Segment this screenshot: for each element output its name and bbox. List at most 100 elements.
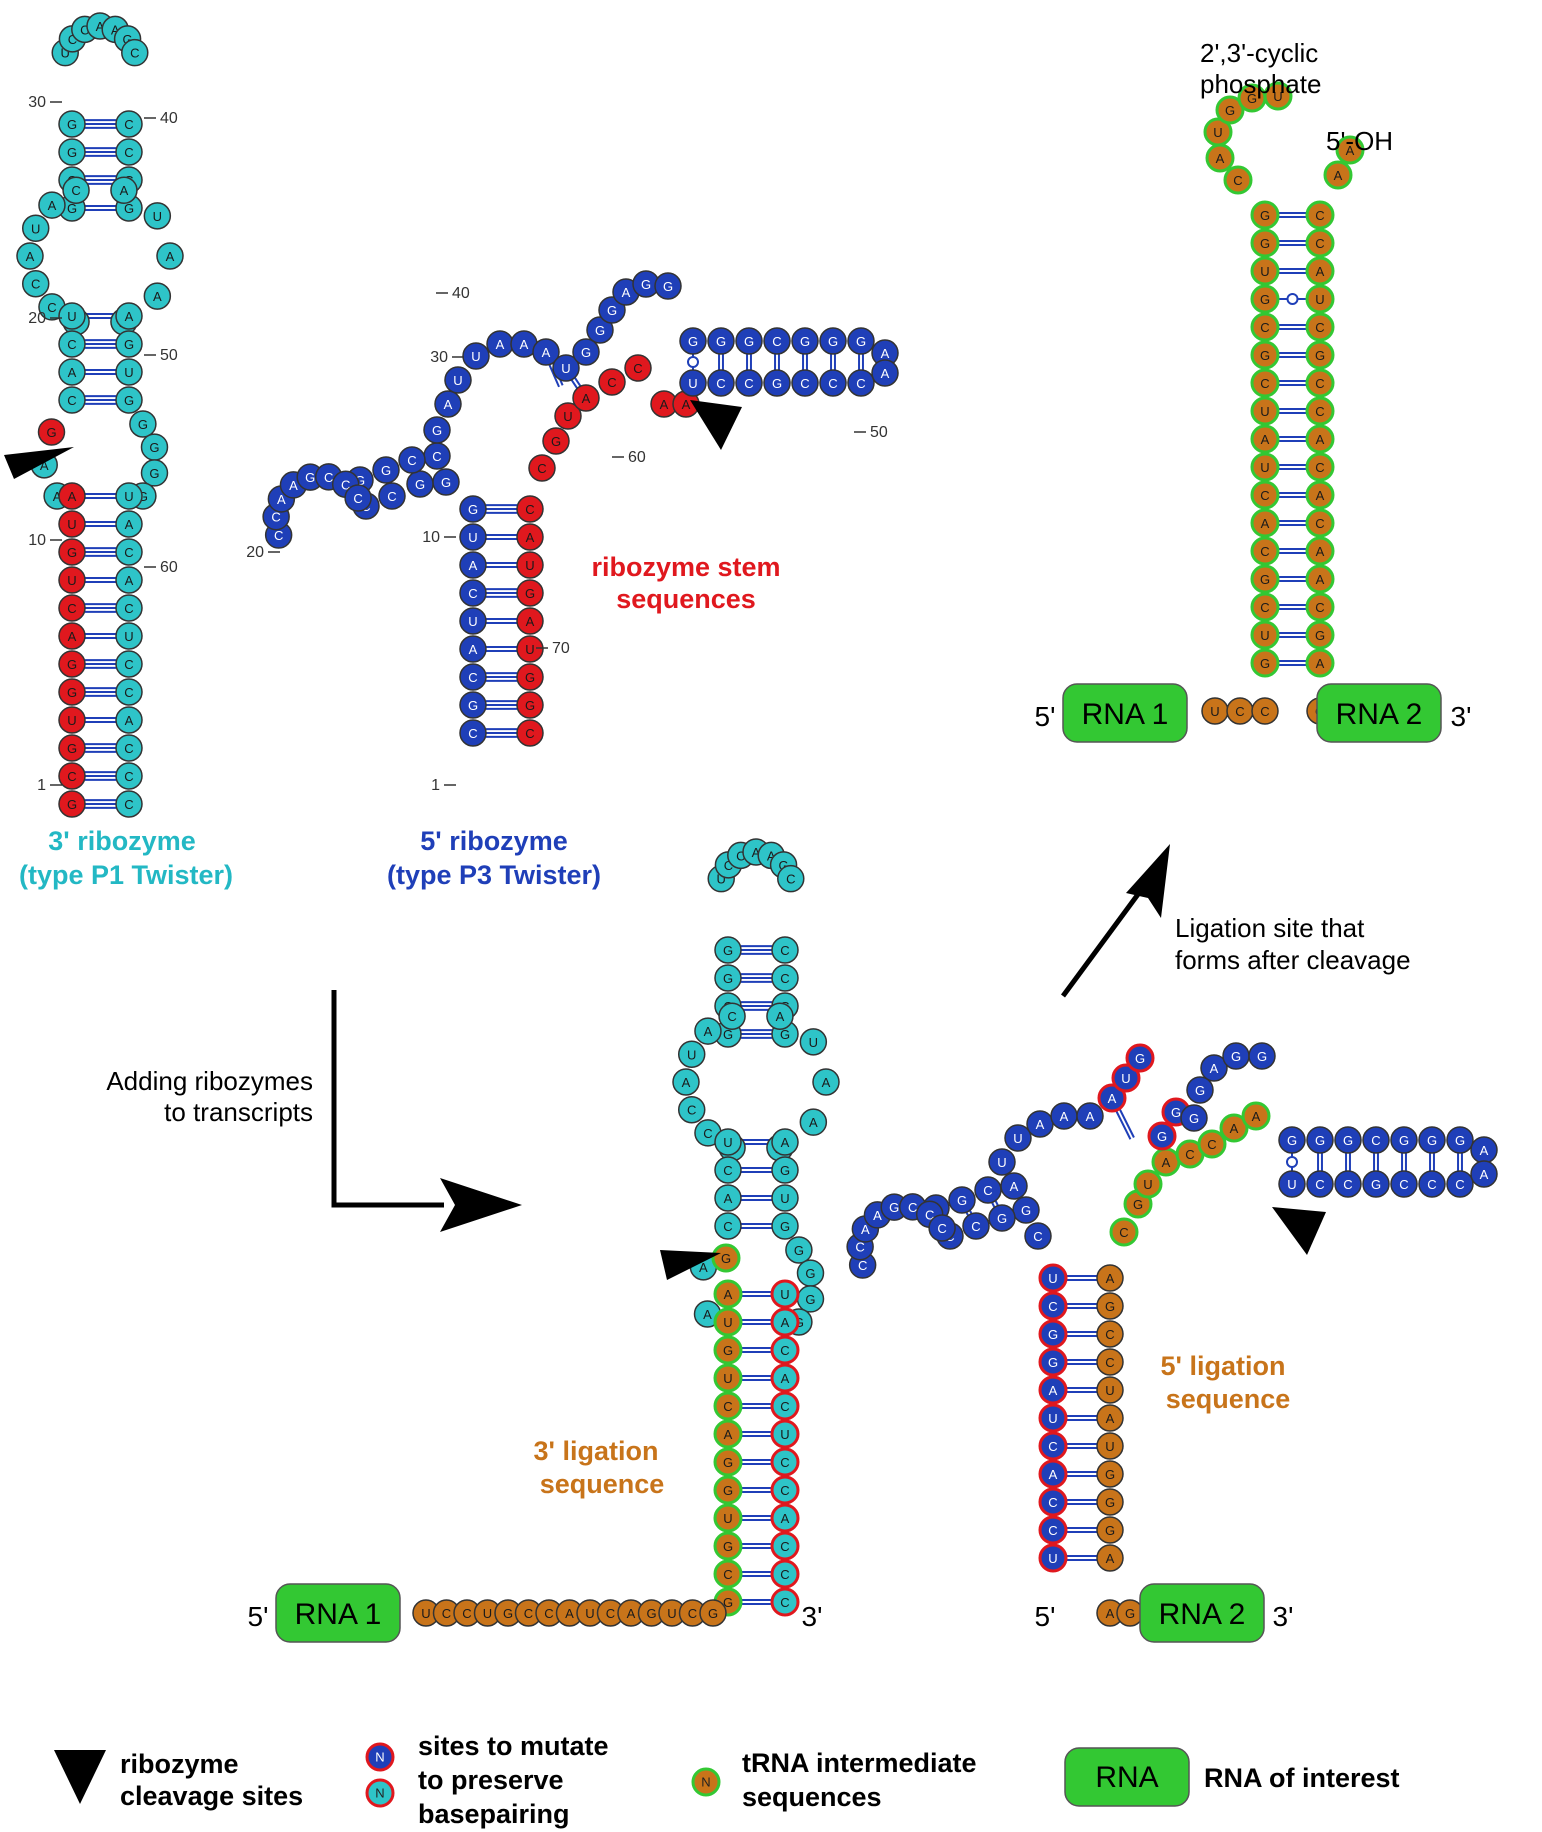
ribozyme5-subtitle: (type P3 Twister): [387, 860, 601, 890]
svg-text:G: G: [1189, 1111, 1199, 1126]
svg-text:A: A: [120, 183, 129, 198]
nucleotide: C: [763, 327, 791, 355]
nucleotide: A: [1250, 424, 1280, 454]
svg-text:C: C: [780, 1399, 789, 1414]
svg-text:C: C: [744, 376, 753, 391]
svg-text:U: U: [1260, 460, 1269, 475]
svg-text:U: U: [453, 373, 462, 388]
nucleotide: C: [770, 1531, 800, 1561]
nucleotide: U: [115, 622, 143, 650]
svg-text:C: C: [1371, 1133, 1380, 1148]
nucleotide: U: [1038, 1263, 1068, 1293]
nucleotide: C: [1109, 1217, 1139, 1247]
nucleotide: C: [1418, 1170, 1446, 1198]
svg-text:C: C: [780, 943, 789, 958]
nucleotide: C: [115, 762, 143, 790]
svg-text:G: G: [723, 1483, 733, 1498]
svg-text:G: G: [124, 201, 134, 216]
svg-text:C: C: [1033, 1229, 1042, 1244]
svg-text:A: A: [776, 1009, 785, 1024]
svg-text:C: C: [716, 376, 725, 391]
nucleotide: A: [770, 1363, 800, 1393]
svg-text:A: A: [1106, 1551, 1115, 1566]
svg-text:U: U: [124, 365, 133, 380]
position-number: 20: [246, 544, 264, 561]
nucleotide: U: [143, 202, 172, 230]
cleavage-marker-lig5: [1272, 1207, 1326, 1255]
svg-text:C: C: [1315, 516, 1324, 531]
svg-text:G: G: [856, 334, 866, 349]
nucleotide: G: [423, 416, 451, 444]
nucleotide: A: [58, 622, 86, 650]
svg-text:C: C: [633, 361, 642, 376]
svg-text:C: C: [124, 117, 133, 132]
svg-text:G: G: [721, 1251, 731, 1266]
nucleotide: A: [713, 1279, 743, 1309]
svg-text:G: G: [67, 685, 77, 700]
svg-text:C: C: [68, 32, 77, 47]
nucleotide: C: [707, 369, 735, 397]
svg-text:G: G: [67, 741, 77, 756]
svg-text:G: G: [67, 545, 77, 560]
svg-text:A: A: [496, 337, 505, 352]
svg-text:G: G: [124, 393, 134, 408]
svg-text:C: C: [780, 1343, 789, 1358]
legend-mutate-icon-cyan: N: [365, 1778, 395, 1808]
svg-text:A: A: [166, 249, 175, 264]
svg-text:C: C: [1048, 1523, 1057, 1538]
svg-text:C: C: [800, 376, 809, 391]
svg-text:A: A: [1108, 1091, 1117, 1106]
nucleotide: U: [1201, 697, 1229, 725]
svg-text:U: U: [1260, 628, 1269, 643]
nucleotide: G: [1180, 1104, 1208, 1132]
nucleotide: C: [62, 176, 90, 204]
nucleotide: C: [115, 538, 143, 566]
svg-text:G: G: [67, 145, 77, 160]
svg-text:G: G: [1455, 1133, 1465, 1148]
svg-text:U: U: [1260, 264, 1269, 279]
svg-text:C: C: [47, 300, 56, 315]
nucleotide: A: [1050, 1102, 1078, 1130]
svg-text:C: C: [1048, 1299, 1057, 1314]
svg-text:A: A: [622, 285, 631, 300]
svg-text:A: A: [1334, 168, 1343, 183]
legend-rna-box: [1064, 1747, 1190, 1807]
svg-text:C: C: [723, 1399, 732, 1414]
svg-text:C: C: [703, 1126, 712, 1141]
svg-text:G: G: [525, 586, 535, 601]
svg-text:C: C: [67, 601, 76, 616]
svg-text:A: A: [881, 366, 890, 381]
three-prime-bottom-right: 3': [1273, 1601, 1294, 1632]
nucleotide: U: [516, 551, 544, 579]
nucleotide: G: [847, 327, 875, 355]
svg-text:C: C: [1260, 704, 1269, 719]
nucleotide: C: [770, 1335, 800, 1365]
nucleotide: C: [1250, 592, 1280, 622]
svg-text:C: C: [780, 971, 789, 986]
svg-text:G: G: [1399, 1133, 1409, 1148]
svg-text:A: A: [153, 289, 162, 304]
nucleotide: G: [1096, 1488, 1124, 1516]
svg-text:G: G: [67, 797, 77, 812]
nucleotide: A: [1250, 508, 1280, 538]
nucleotide: C: [459, 719, 487, 747]
svg-text:C: C: [925, 1207, 934, 1222]
nucleotide: G: [771, 1212, 799, 1240]
svg-text:C: C: [780, 1595, 789, 1610]
nucleotide: G: [140, 459, 169, 487]
nucleotides: UCCAAGCGCGCCGGGACCAUACAUAAAUACGAUCGAAGGG…: [16, 12, 1498, 1627]
nucleotide: U: [714, 1128, 742, 1156]
position-number: 40: [452, 285, 470, 302]
nucleotide: G: [58, 110, 86, 138]
svg-text:U: U: [1048, 1551, 1057, 1566]
nucleotide: G: [819, 327, 847, 355]
svg-text:C: C: [462, 1606, 471, 1621]
svg-text:C: C: [1315, 1177, 1324, 1192]
position-number: 50: [870, 424, 888, 441]
svg-text:G: G: [525, 698, 535, 713]
nucleotide: C: [1038, 1487, 1068, 1517]
svg-text:G: G: [1125, 1606, 1135, 1621]
svg-text:U: U: [723, 1315, 732, 1330]
svg-text:A: A: [125, 573, 134, 588]
